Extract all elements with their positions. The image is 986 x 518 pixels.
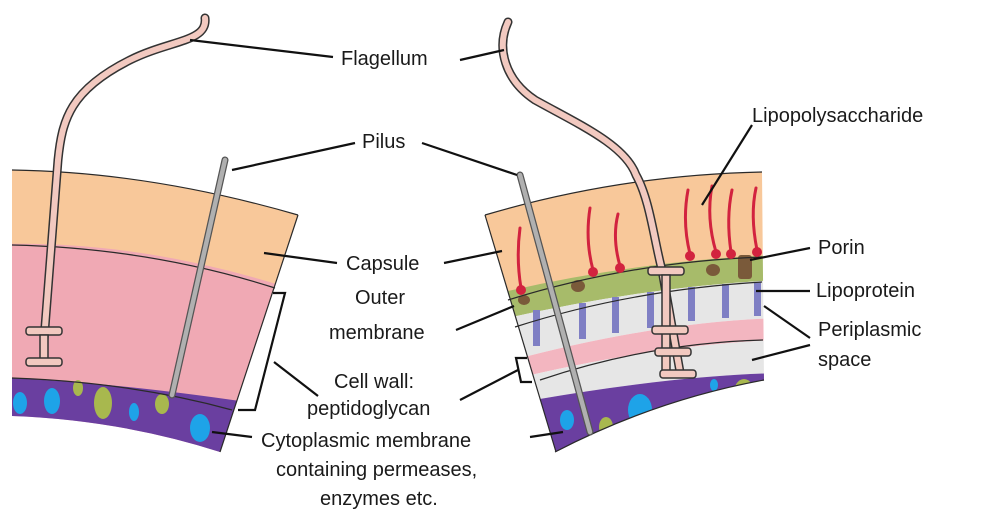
label-pilus: Pilus: [362, 131, 405, 153]
label-cytoplasmic-1: Cytoplasmic membrane: [261, 430, 471, 452]
permease-oval: [560, 410, 574, 430]
permease-oval: [628, 394, 652, 426]
permease-oval: [710, 379, 718, 391]
label-flagellum: Flagellum: [341, 48, 428, 70]
label-porin: Porin: [818, 237, 865, 259]
label-cytoplasmic-3: enzymes etc.: [320, 488, 438, 510]
label-lipoprotein: Lipoprotein: [816, 280, 915, 302]
permease-oval: [155, 394, 169, 414]
gram-negative-envelope: [470, 160, 780, 470]
permease-oval: [44, 388, 60, 414]
permease-oval: [190, 414, 210, 442]
label-capsule: Capsule: [346, 253, 419, 275]
label-cell-wall-2: peptidoglycan: [307, 398, 430, 420]
label-periplasmic-1: Periplasmic: [818, 319, 921, 341]
permease-oval: [129, 403, 139, 421]
porin-oval: [706, 264, 720, 276]
label-lipopolysaccharide: Lipopolysaccharide: [752, 105, 923, 127]
cytoplasm-band-right: [470, 373, 780, 470]
label-cytoplasmic-2: containing permeases,: [276, 459, 477, 481]
permease-oval: [599, 417, 613, 437]
label-outer-membrane-1: Outer: [355, 287, 405, 309]
permease-oval: [13, 392, 27, 414]
permease-oval: [94, 387, 112, 419]
permease-oval: [685, 406, 695, 420]
label-cell-wall-1: Cell wall:: [334, 371, 414, 393]
label-periplasmic-2: space: [818, 349, 871, 371]
label-outer-membrane-2: membrane: [329, 322, 425, 344]
